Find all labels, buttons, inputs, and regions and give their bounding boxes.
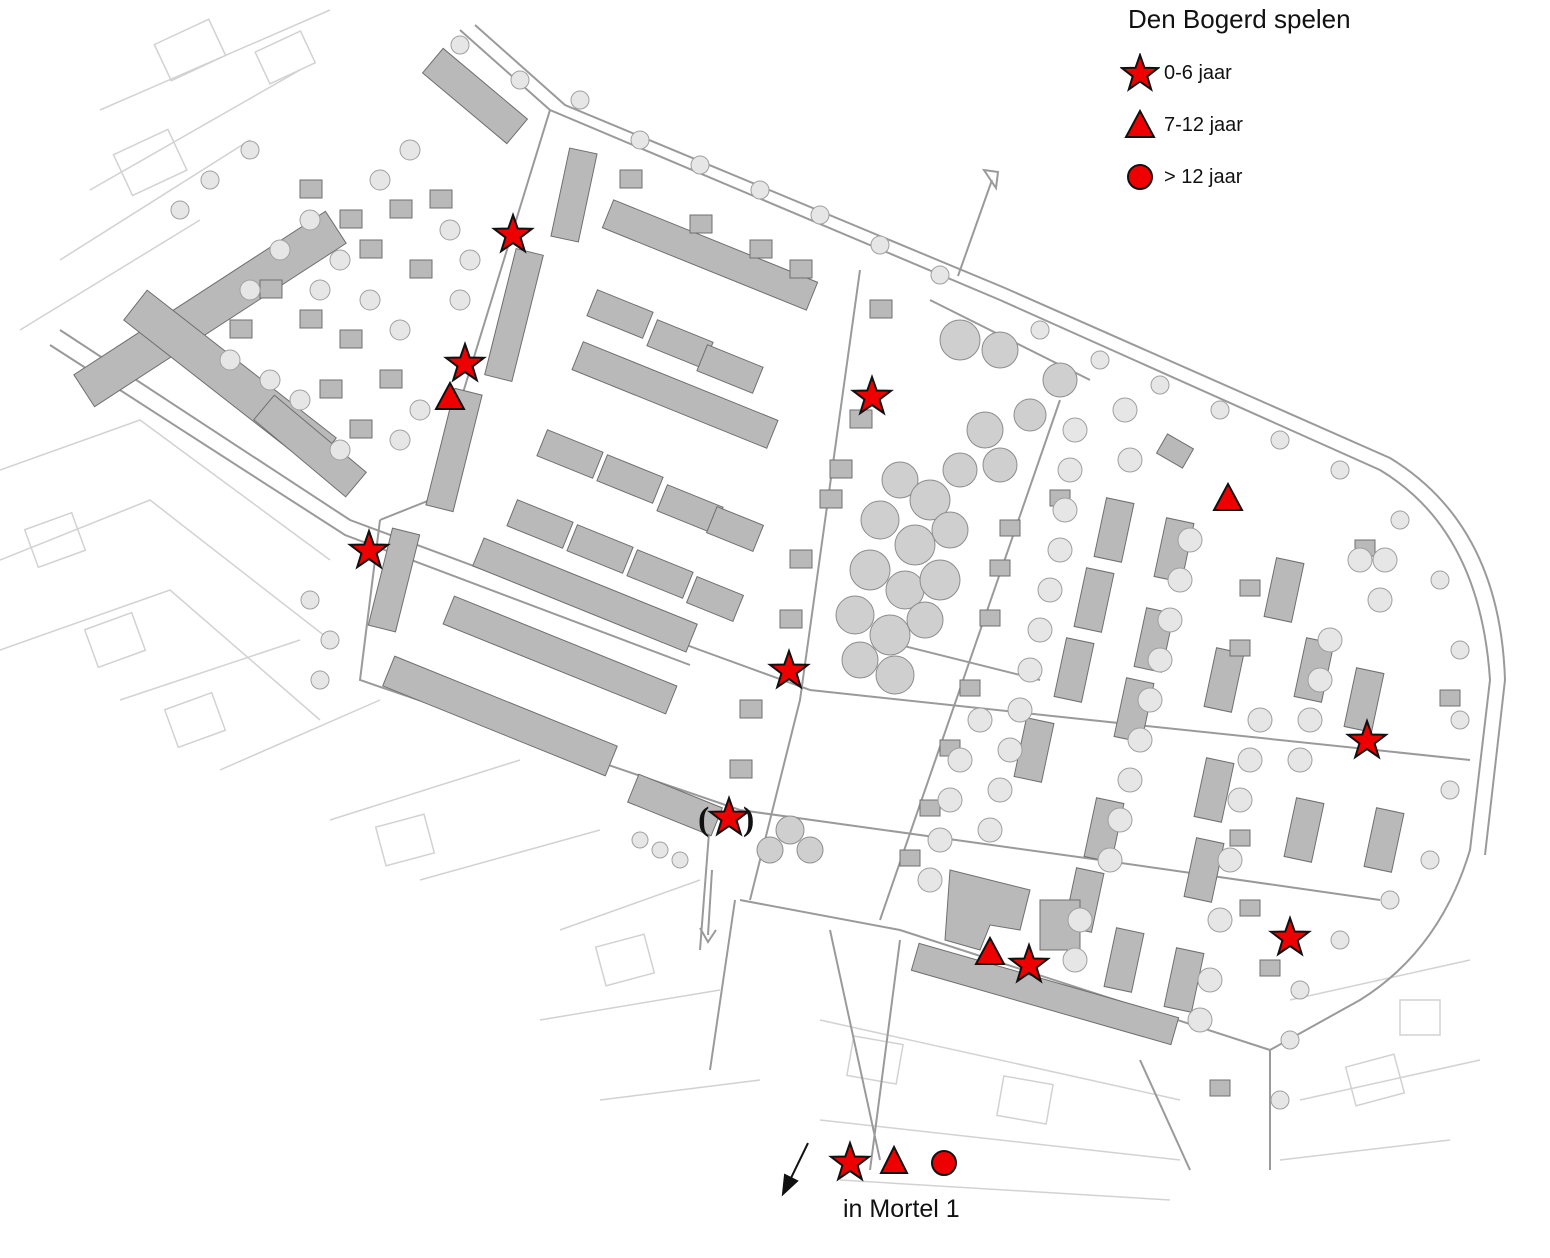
bottom-note-symbols xyxy=(781,1139,957,1197)
playground-marker-star[interactable] xyxy=(850,373,894,416)
playground-marker-star[interactable] xyxy=(491,211,535,254)
bottom-note-label: in Mortel 1 xyxy=(843,1195,960,1223)
playground-marker-star[interactable] xyxy=(1268,914,1312,957)
arrow-down-left-icon xyxy=(781,1142,809,1197)
bottom-triangle-icon xyxy=(879,1144,909,1174)
playground-marker-star[interactable] xyxy=(767,647,811,690)
playground-marker-triangle[interactable] xyxy=(434,380,466,410)
parenthesis-left: ( xyxy=(698,801,709,838)
surrounding-context xyxy=(0,9,1481,1201)
star-icon xyxy=(1120,53,1160,92)
playground-marker-triangle[interactable] xyxy=(1212,481,1244,511)
park-trees xyxy=(756,319,1078,864)
playground-marker-star[interactable] xyxy=(347,527,391,570)
tree-avenues xyxy=(170,35,1470,1110)
legend-item-0-6: 0-6 jaar xyxy=(1120,47,1420,99)
playground-marker-star[interactable] xyxy=(443,340,487,383)
legend-label: > 12 jaar xyxy=(1164,165,1243,188)
circle-icon xyxy=(1127,164,1153,190)
playground-marker-star[interactable] xyxy=(1345,717,1389,760)
playground-marker-star[interactable] xyxy=(707,794,751,837)
triangle-icon xyxy=(1124,108,1156,138)
legend-title: Den Bogerd spelen xyxy=(1128,4,1351,34)
legend-item-7-12: 7-12 jaar xyxy=(1120,99,1420,151)
street-network xyxy=(49,24,1507,1171)
bottom-star-icon xyxy=(828,1139,872,1182)
playground-marker-star[interactable] xyxy=(1007,941,1051,984)
playground-markers: ( ) xyxy=(347,211,1389,984)
buildings xyxy=(73,47,1461,1097)
playground-marker-triangle[interactable] xyxy=(974,935,1006,965)
legend-label: 0-6 jaar xyxy=(1164,61,1232,84)
legend: Den Bogerd spelen 0-6 jaar 7-12 jaar > 1… xyxy=(1120,4,1420,203)
parenthesis-right: ) xyxy=(743,801,754,838)
waterway-arrow xyxy=(699,168,1000,944)
legend-item-12-plus: > 12 jaar xyxy=(1120,151,1420,203)
legend-label: 7-12 jaar xyxy=(1164,113,1243,136)
bottom-circle-icon xyxy=(931,1150,957,1176)
